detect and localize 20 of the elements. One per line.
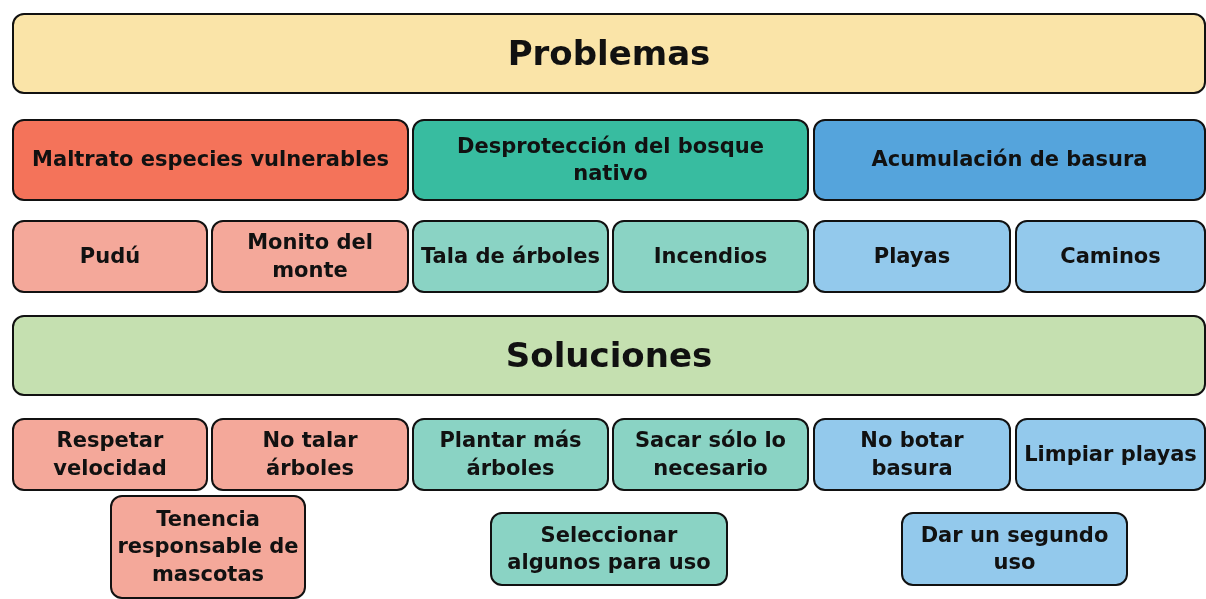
solution-box: Seleccionar algunos para uso	[490, 512, 728, 586]
solution-box: Dar un segundo uso	[901, 512, 1128, 586]
problem-box: Incendios	[612, 220, 809, 293]
problem-box: Tala de árboles	[412, 220, 609, 293]
solution-box: Respetar velocidad	[12, 418, 208, 491]
title-banner: Soluciones	[12, 315, 1206, 396]
solution-box: Sacar sólo lo necesario	[612, 418, 809, 491]
solution-box: Limpiar playas	[1015, 418, 1206, 491]
problem-box: Caminos	[1015, 220, 1206, 293]
solution-box: Plantar más árboles	[412, 418, 609, 491]
problem-box: Monito del monte	[211, 220, 409, 293]
problem-box: Pudú	[12, 220, 208, 293]
problem-box: Playas	[813, 220, 1011, 293]
title-banner: Problemas	[12, 13, 1206, 94]
category-box: Acumulación de basura	[813, 119, 1206, 201]
solution-box: No talar árboles	[211, 418, 409, 491]
category-box: Maltrato especies vulnerables	[12, 119, 409, 201]
solution-box: No botar basura	[813, 418, 1011, 491]
category-box: Desprotección del bosque nativo	[412, 119, 809, 201]
solution-box: Tenencia responsable de mascotas	[110, 495, 306, 599]
